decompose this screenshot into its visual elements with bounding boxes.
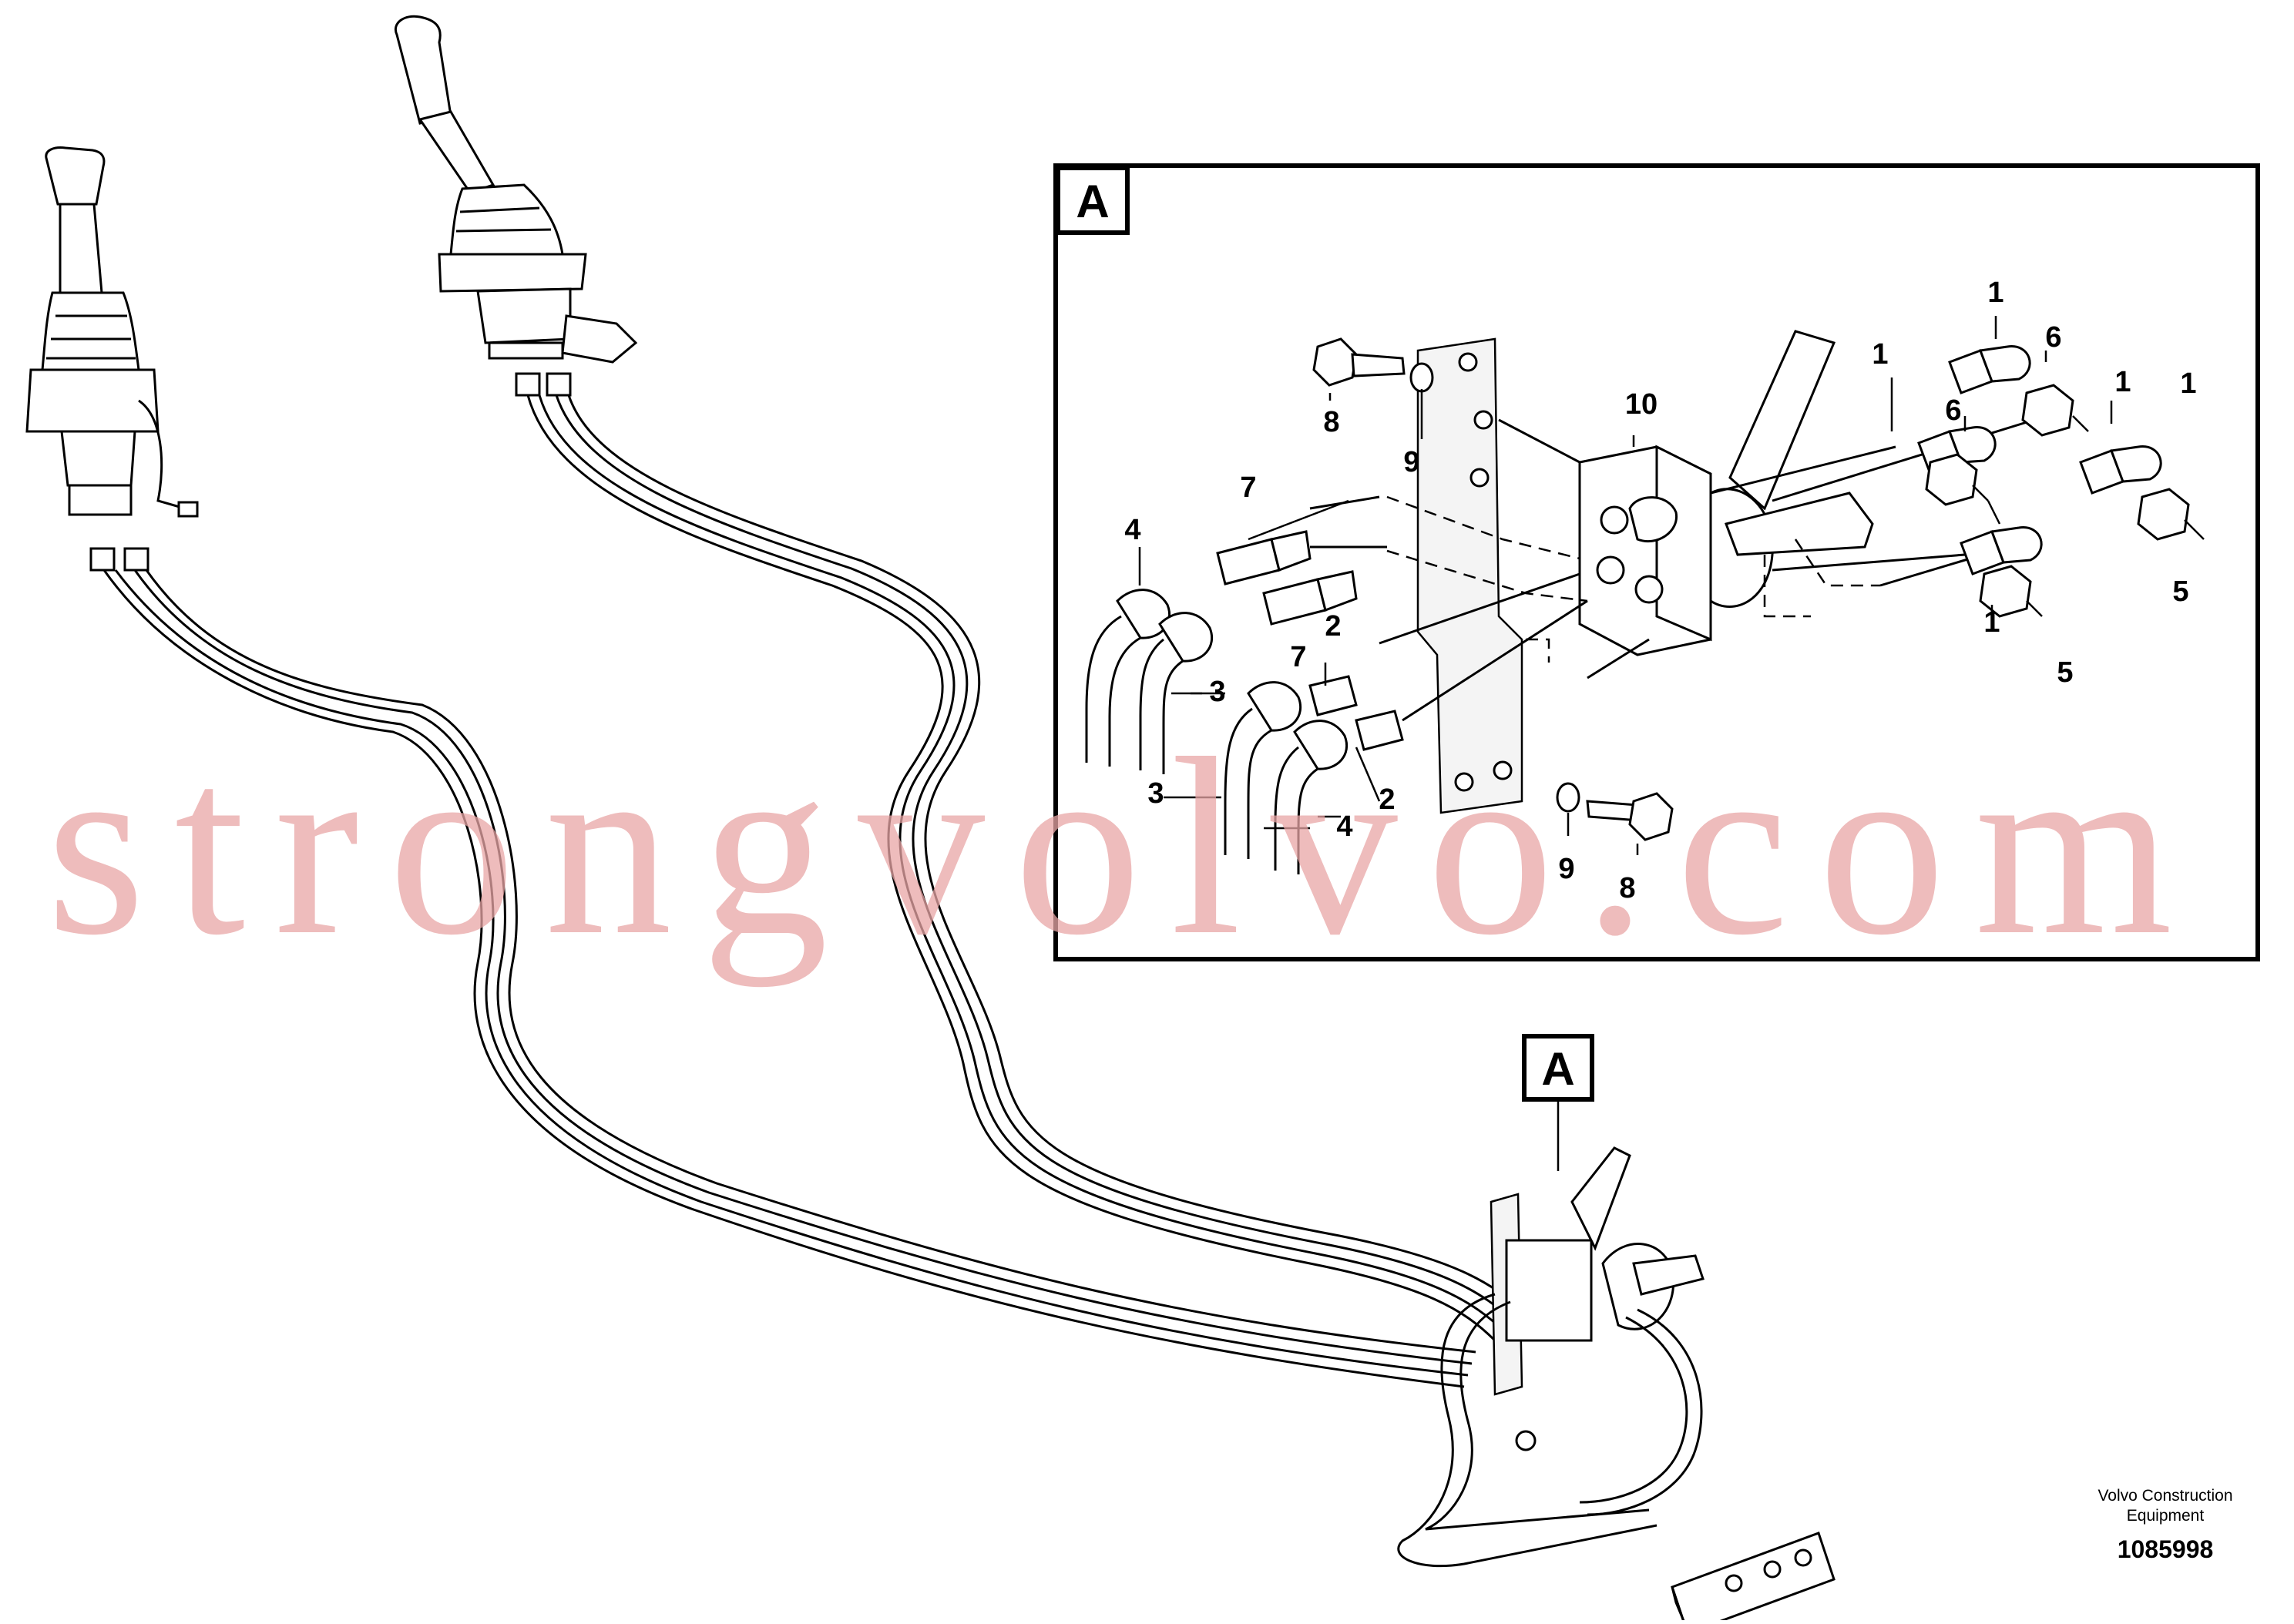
label-4-a: 4 [1124, 514, 1140, 546]
part-labels: 1 1 1 1 1 2 2 3 3 4 4 5 5 6 6 7 7 8 8 9 … [1124, 277, 2196, 904]
label-1-b: 1 [1872, 338, 1888, 371]
detail-tag-label: A [1076, 176, 1109, 227]
label-7-a: 7 [1240, 471, 1256, 504]
right-joystick [394, 15, 638, 397]
label-3-b: 3 [1147, 777, 1164, 810]
part-number: 1085998 [2118, 1535, 2214, 1563]
label-9-a: 9 [1403, 446, 1419, 478]
nut-group [1925, 384, 2205, 618]
label-8-a: 8 [1323, 406, 1339, 438]
watermark-text: strongvolvo.com [46, 706, 2202, 988]
label-1-a: 1 [1987, 277, 2003, 309]
detail-tag-box [1056, 166, 1130, 235]
overview-tag-box [1522, 1034, 1594, 1102]
leader-lines [1138, 316, 2113, 855]
valve-handle [1728, 330, 1836, 511]
label-1-e: 1 [2180, 367, 2196, 400]
label-1-d: 1 [1983, 606, 2000, 639]
detail-view-a: A [1053, 163, 2260, 961]
label-9-b: 9 [1558, 853, 1574, 885]
bolt-washer-group [1312, 337, 1674, 841]
label-5-a: 5 [2172, 575, 2188, 608]
label-2-a: 2 [1325, 610, 1341, 643]
footer: Volvo Construction Equipment 1085998 [2098, 1487, 2232, 1563]
label-6-b: 6 [1945, 394, 1961, 427]
manufacturer-line-1: Volvo Construction [2098, 1487, 2232, 1505]
overview-valve-assembly: A [1397, 1034, 1836, 1624]
left-joystick [25, 146, 199, 572]
valve-lever [1725, 492, 1874, 556]
label-8-b: 8 [1619, 872, 1635, 904]
fitting-group-right [1917, 345, 2162, 575]
label-4-b: 4 [1336, 810, 1352, 843]
label-10: 10 [1625, 388, 1658, 421]
fitting-group-left [1085, 530, 1404, 874]
label-1-c: 1 [2114, 366, 2131, 398]
manufacturer-line-2: Equipment [2127, 1507, 2205, 1525]
label-2-b: 2 [1379, 783, 1395, 816]
label-6-a: 6 [2045, 321, 2061, 354]
overview-tag-label: A [1541, 1043, 1574, 1095]
label-3-a: 3 [1209, 676, 1225, 708]
label-7-b: 7 [1290, 641, 1306, 673]
label-5-b: 5 [2057, 656, 2073, 689]
hose-routing [102, 394, 1526, 1388]
